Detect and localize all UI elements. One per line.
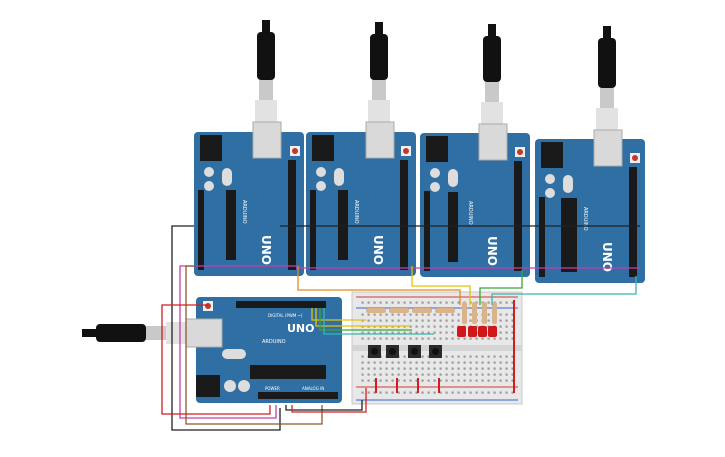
wire-black-ground <box>285 400 363 411</box>
board-brand-label: ARDUINO <box>582 207 588 231</box>
resistor <box>492 302 497 324</box>
board-model-label: UNO <box>371 235 385 265</box>
wire-brown <box>185 265 323 425</box>
led <box>457 326 466 337</box>
resistor <box>462 302 467 324</box>
usb-cable-icon <box>368 22 390 122</box>
arduino-main-board: UNO ARDUINO DIGITAL (PWM ~) POWER ANALOG… <box>82 297 342 403</box>
wire-teal-main <box>323 308 434 335</box>
led <box>478 326 487 337</box>
board-model-label: UNO <box>600 242 614 272</box>
board-brand-label: ARDUINO <box>353 200 359 224</box>
wire-magenta <box>179 265 300 419</box>
analog-pins-label: ANALOG IN <box>302 386 324 391</box>
power-pins-label: POWER <box>265 386 280 391</box>
resistor <box>435 308 455 313</box>
resistor <box>366 308 386 313</box>
arduino-board-1: UNO ARDUINO <box>194 20 304 276</box>
led <box>468 326 477 337</box>
usb-cable-icon <box>255 20 277 122</box>
wire-green-main <box>319 308 412 331</box>
wire-orange <box>297 266 461 305</box>
wire-yellow-main <box>311 308 366 321</box>
wire-red <box>161 304 271 415</box>
wire-yellow-main-2 <box>315 308 410 327</box>
resistor <box>482 302 487 324</box>
wire-teal <box>491 276 637 305</box>
leds <box>457 326 497 337</box>
resistor <box>389 308 409 313</box>
board-brand-label: ARDUINO <box>241 200 247 224</box>
wire-black <box>171 225 281 431</box>
arduino-board-4: UNO ARDUINO <box>535 26 645 283</box>
red-jumper-wires <box>375 300 515 393</box>
wire-green <box>479 270 523 305</box>
resistor <box>472 302 477 324</box>
board-model-label: UNO <box>287 322 315 335</box>
resistors <box>366 302 497 324</box>
arduino-board-2: UNO ARDUINO <box>306 22 416 276</box>
board-brand-label: ARDUINO <box>467 201 473 225</box>
usb-cable-icon <box>596 26 618 130</box>
resistor <box>412 308 432 313</box>
wire-yellow <box>411 266 471 305</box>
digital-pins-label: DIGITAL (PWM ~) <box>268 313 303 318</box>
wire-red-power <box>291 388 367 413</box>
led <box>488 326 497 337</box>
usb-cable-icon <box>481 24 503 124</box>
board-brand-label: ARDUINO <box>262 339 286 345</box>
arduino-board-3: UNO ARDUINO <box>420 24 530 277</box>
board-model-label: UNO <box>485 236 499 266</box>
board-model-label: UNO <box>259 235 273 265</box>
wires <box>161 225 640 431</box>
push-buttons <box>368 345 442 358</box>
